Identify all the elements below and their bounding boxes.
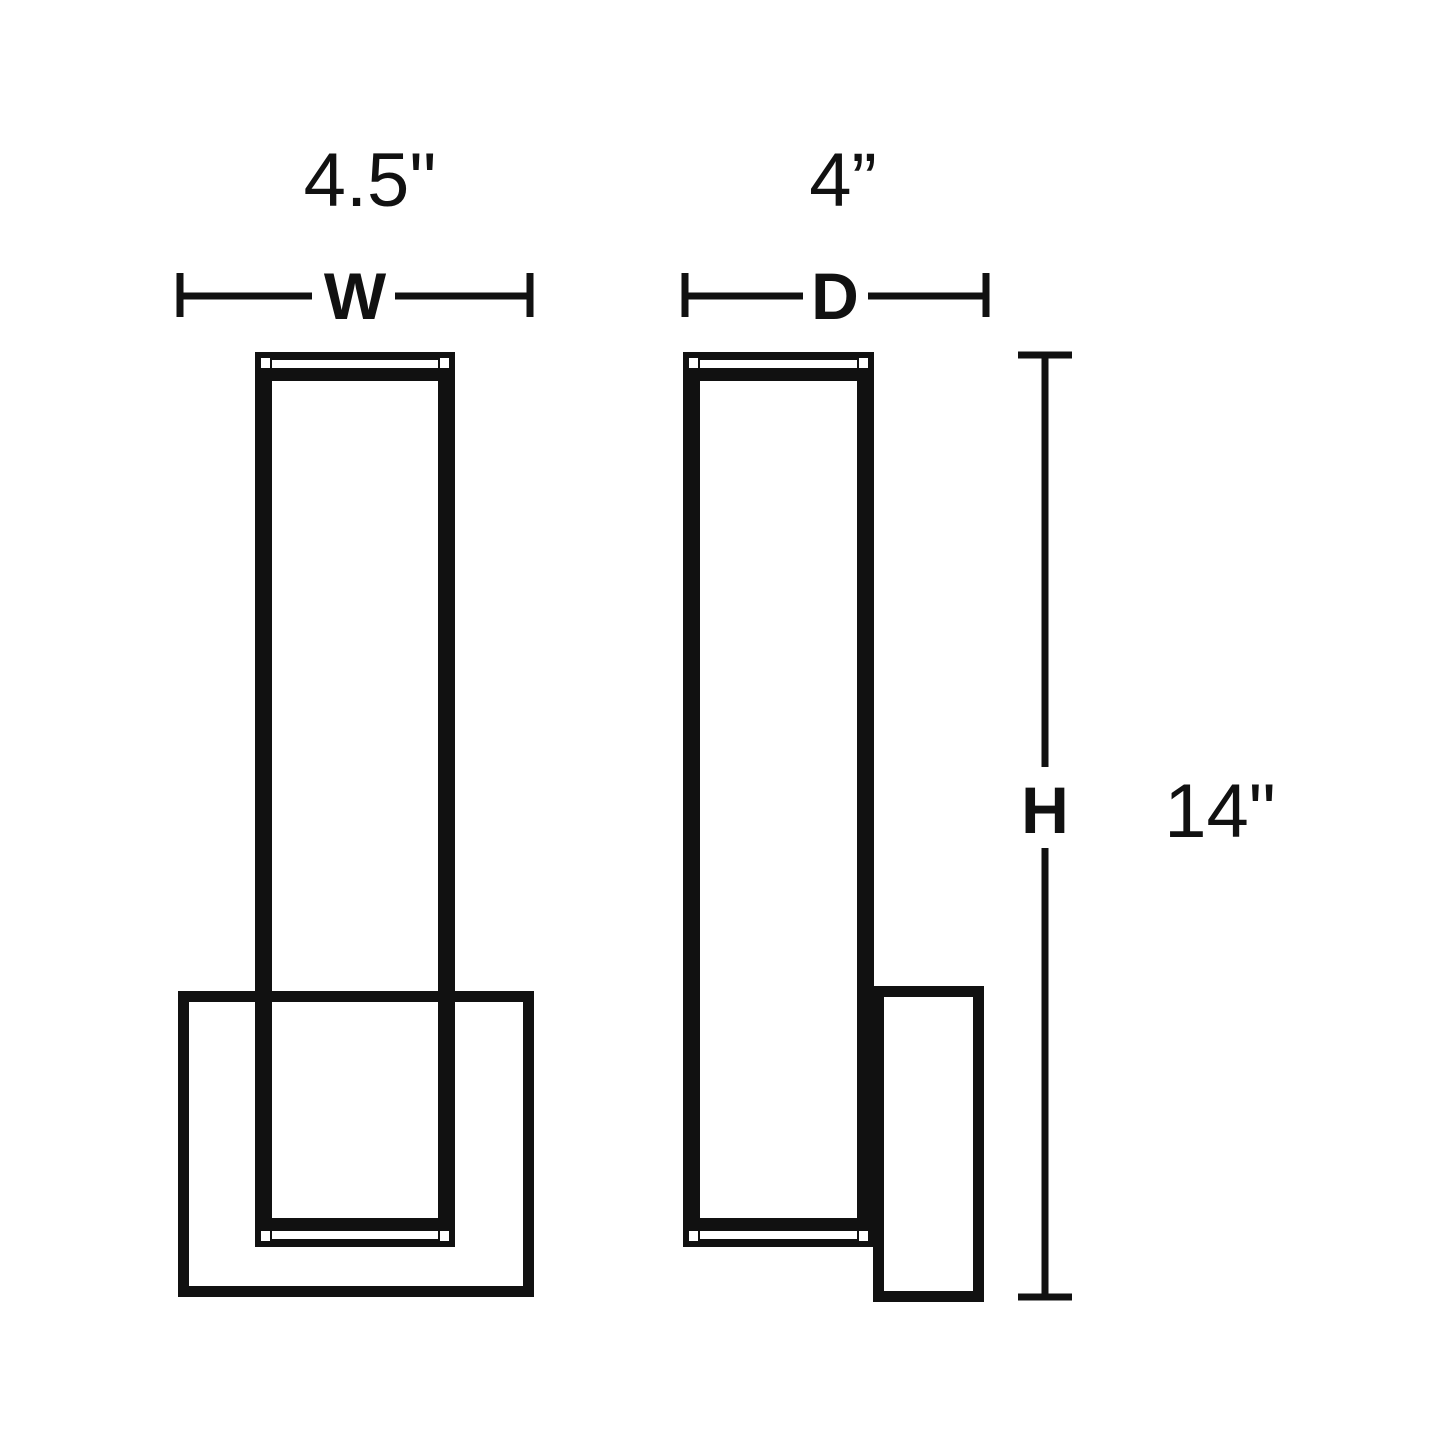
side-view-bottom-bar-slot — [700, 1231, 857, 1239]
front-view-top-bar-slot — [272, 360, 438, 368]
width-dimension-group: W 4.5" — [176, 138, 534, 333]
front-view-bottom-left-notch — [261, 1231, 270, 1241]
side-view-left-rail — [683, 352, 700, 1247]
height-dimension-group: H 14" — [1018, 351, 1276, 1301]
front-view-right-rail — [438, 352, 455, 1247]
side-view-top-right-notch — [859, 358, 868, 368]
width-dimension-value: 4.5" — [304, 138, 437, 223]
side-view-bottom-right-notch — [859, 1231, 868, 1241]
depth-dimension-symbol: D — [811, 259, 859, 333]
side-view-bottom-left-notch — [689, 1231, 698, 1241]
side-view-right-rail — [857, 352, 874, 1247]
side-view-backplate — [873, 986, 984, 1302]
front-view-backplate — [178, 991, 534, 1297]
depth-dimension-value: 4” — [809, 138, 877, 223]
depth-dimension-group: D 4” — [681, 138, 990, 333]
front-view-top-left-notch — [261, 358, 270, 368]
front-view-top-right-notch — [440, 358, 449, 368]
side-view-group — [683, 352, 984, 1302]
width-dimension-symbol: W — [324, 259, 387, 333]
side-view-top-left-notch — [689, 358, 698, 368]
front-view-group — [178, 352, 534, 1297]
front-view-bottom-right-notch — [440, 1231, 449, 1241]
height-dimension-value: 14" — [1164, 769, 1276, 854]
side-view-top-bar-slot — [700, 360, 857, 368]
front-view-bottom-bar-slot — [272, 1231, 438, 1239]
front-view-left-rail — [255, 352, 272, 1247]
height-dimension-symbol: H — [1021, 773, 1069, 847]
